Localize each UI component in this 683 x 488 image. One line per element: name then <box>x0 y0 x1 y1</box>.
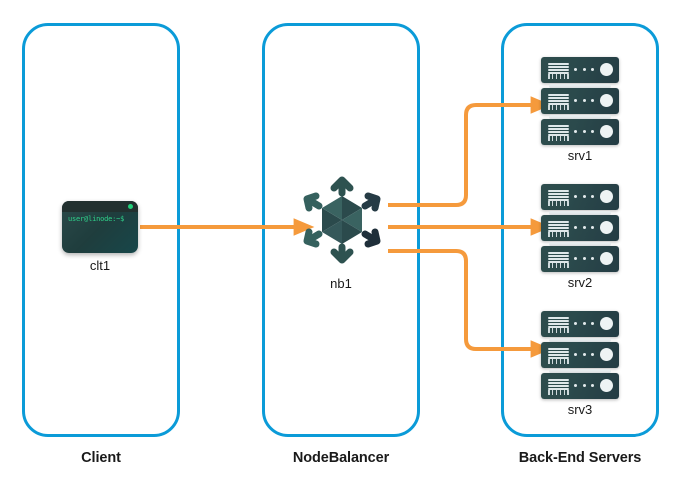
rack-ticks-icon <box>548 136 569 141</box>
node-label-nb1: nb1 <box>330 276 352 291</box>
rack-unit <box>541 88 619 114</box>
rack-dots-icon <box>574 195 594 198</box>
rack-ticks-icon <box>548 201 569 206</box>
server-rack-icon-srv3 <box>541 311 619 399</box>
panel-caption-backend-servers: Back-End Servers <box>518 450 642 466</box>
rack-lines-icon <box>548 348 569 359</box>
panel-caption-client: Client <box>81 450 121 466</box>
rack-unit <box>541 184 619 210</box>
rack-dots-icon <box>574 384 594 387</box>
rack-unit <box>541 246 619 272</box>
rack-power-icon <box>600 125 613 138</box>
rack-ticks-icon <box>548 390 569 395</box>
rack-divider <box>549 242 611 246</box>
rack-divider <box>549 211 611 215</box>
node-label-clt1: clt1 <box>89 258 111 273</box>
panel-caption-nodebalancer: NodeBalancer <box>292 450 390 466</box>
rack-divider <box>549 338 611 342</box>
panel-nodebalancer <box>262 23 420 437</box>
node-label-srv1: srv1 <box>567 148 593 163</box>
server-rack-icon-srv2 <box>541 184 619 272</box>
rack-dots-icon <box>574 226 594 229</box>
hexagon-core <box>322 196 362 244</box>
rack-power-icon <box>600 379 613 392</box>
rack-dots-icon <box>574 99 594 102</box>
rack-power-icon <box>600 252 613 265</box>
rack-lines-icon <box>548 63 569 74</box>
rack-divider <box>549 84 611 88</box>
terminal-titlebar <box>62 201 138 212</box>
rack-ticks-icon <box>548 232 569 237</box>
rack-unit <box>541 373 619 399</box>
rack-ticks-icon <box>548 328 569 333</box>
terminal-status-dot-icon <box>128 204 133 209</box>
panel-client <box>22 23 180 437</box>
rack-lines-icon <box>548 252 569 263</box>
rack-divider <box>549 369 611 373</box>
rack-dots-icon <box>574 257 594 260</box>
rack-dots-icon <box>574 130 594 133</box>
rack-unit <box>541 215 619 241</box>
terminal-prompt-text: user@linode:~$ <box>68 215 125 223</box>
rack-lines-icon <box>548 379 569 390</box>
rack-ticks-icon <box>548 263 569 268</box>
rack-lines-icon <box>548 125 569 136</box>
rack-power-icon <box>600 317 613 330</box>
rack-power-icon <box>600 221 613 234</box>
node-label-srv3: srv3 <box>567 402 593 417</box>
rack-power-icon <box>600 348 613 361</box>
rack-dots-icon <box>574 322 594 325</box>
rack-lines-icon <box>548 221 569 232</box>
rack-lines-icon <box>548 190 569 201</box>
rack-unit <box>541 119 619 145</box>
panel-backend-servers <box>501 23 659 437</box>
rack-lines-icon <box>548 317 569 328</box>
rack-power-icon <box>600 94 613 107</box>
rack-dots-icon <box>574 68 594 71</box>
nodebalancer-hex-icon <box>298 176 386 264</box>
rack-unit <box>541 57 619 83</box>
rack-ticks-icon <box>548 105 569 110</box>
server-rack-icon-srv1 <box>541 57 619 145</box>
rack-ticks-icon <box>548 359 569 364</box>
rack-power-icon <box>600 190 613 203</box>
terminal-icon: user@linode:~$ <box>62 201 138 253</box>
rack-power-icon <box>600 63 613 76</box>
hexagon-arrows <box>303 176 381 264</box>
rack-divider <box>549 115 611 119</box>
rack-unit <box>541 311 619 337</box>
rack-lines-icon <box>548 94 569 105</box>
rack-unit <box>541 342 619 368</box>
node-label-srv2: srv2 <box>567 275 593 290</box>
rack-dots-icon <box>574 353 594 356</box>
rack-ticks-icon <box>548 74 569 79</box>
